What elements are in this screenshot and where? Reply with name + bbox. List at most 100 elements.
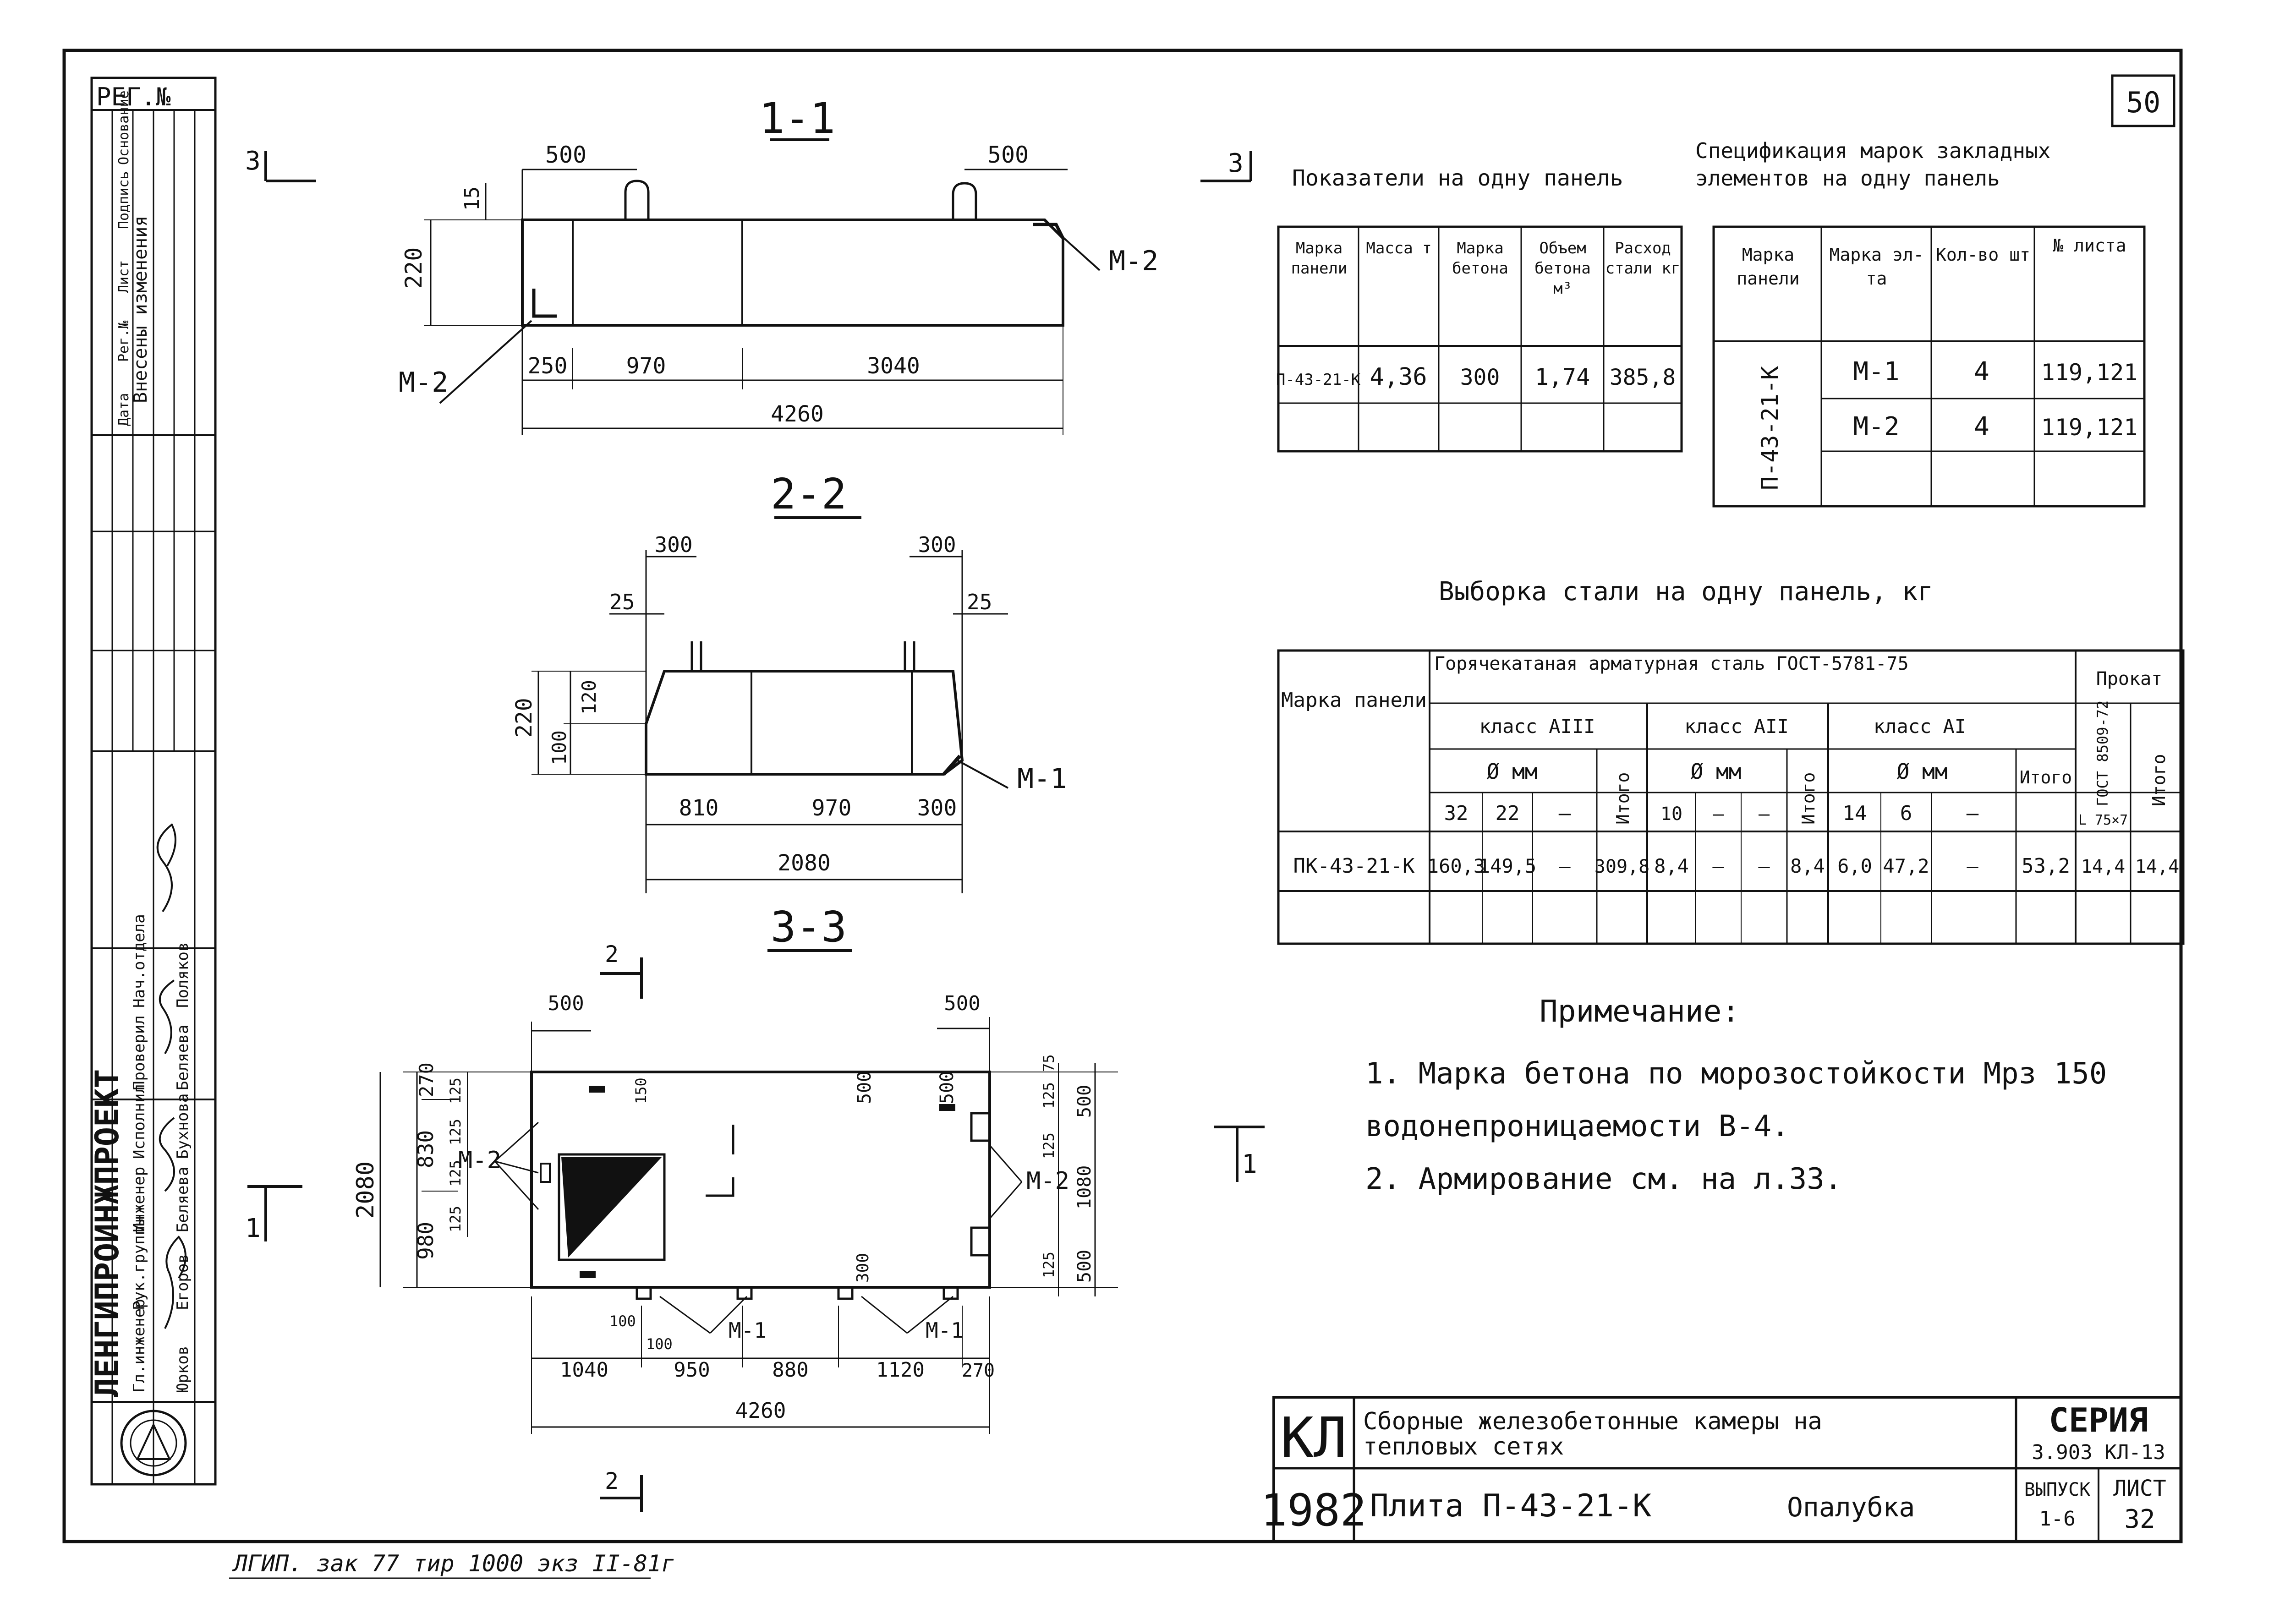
staff-role-5: Проверил [130, 1015, 148, 1090]
section-3-3-label-m2-left: М-2 [458, 1147, 501, 1174]
cut-mark-3-top-left: 3 [245, 146, 316, 182]
dim-3-3-d: 830 [413, 1130, 438, 1168]
section-1-1-label-m2-right: М-2 [1109, 245, 1158, 277]
signature-1 [164, 1235, 186, 1329]
dim-2-2-k: 2080 [778, 850, 831, 876]
spec-row1-qty: 4 [1974, 357, 1989, 387]
indicators-header-volume: Объем бетона м³ [1534, 239, 1591, 298]
signature-4 [156, 823, 176, 913]
steel-row-dash2: — [1712, 855, 1724, 877]
steel-row-dash4: — [1967, 855, 1978, 877]
indicators-cell-panel: П-43-21-К [1276, 371, 1361, 389]
spec-caption-2: элементов на одну панель [1695, 166, 2000, 191]
spec-row2-qty: 4 [1974, 412, 1989, 442]
spec-row2-element: М-2 [1853, 412, 1899, 442]
dim-3-3-s: 500 [1074, 1250, 1095, 1283]
dim-3-3-w: 100 [646, 1335, 673, 1353]
page-number: 50 [2126, 86, 2161, 119]
steel-header-gost: ГОСТ 8509-72 [2094, 700, 2111, 806]
section-3-3-label-m2-right: М-2 [1026, 1167, 1069, 1195]
dim-3-3-b: 500 [944, 992, 980, 1015]
notes-line-2: водонепроницаемости В-4. [1365, 1110, 1789, 1143]
steel-row-panel: ПК-43-21-К [1293, 854, 1415, 878]
steel-header-dia3: Ø мм [1487, 759, 1538, 784]
dim-1-1-b: 500 [987, 142, 1029, 168]
notes: Примечание: 1. Марка бетона по морозосто… [1365, 994, 2107, 1196]
steel-header-total-prokat: Итого [2149, 754, 2169, 806]
dim-3-3-k: 150 [632, 1077, 650, 1104]
changes-col-sheet: Лист [116, 260, 132, 293]
print-stamp: ЛГИП. зак 77 тир 1000 экз II-81г [232, 1550, 675, 1577]
svg-text:3: 3 [1228, 148, 1244, 178]
dim-3-3-p: 75 [1040, 1054, 1058, 1072]
indicators-header-mass: Масса т [1366, 239, 1432, 257]
signature-2 [159, 1117, 175, 1192]
indicators-table: Показатели на одну панель Марка панели М… [1276, 165, 1683, 453]
changes-col-basis: Основание [116, 90, 132, 165]
staff-name-4: Бухнова [174, 1094, 192, 1159]
steel-row-total-prokat: 14,4 [2135, 856, 2179, 877]
dim-1-1-a: 500 [545, 142, 586, 168]
steel-angle: L 75×7 [2078, 812, 2128, 828]
title-block-code: КЛ [1281, 1406, 1347, 1470]
dim-3-3-x: 1040 [560, 1358, 608, 1382]
dim-1-1-h: 4260 [771, 401, 824, 427]
staff-role-6: Нач.отдела [130, 914, 148, 1008]
cut-mark-2-bottom: 2 [605, 1468, 619, 1494]
dim-2-2-j: 300 [917, 795, 957, 821]
steel-dia2-c: — [1759, 804, 1770, 825]
spec-row2-sheet: 119,121 [2041, 414, 2138, 441]
title-block: КЛ 1982 Сборные железобетонные камеры на… [1260, 1396, 2182, 1543]
notes-title: Примечание: [1540, 994, 1740, 1029]
steel-row-14: 6,0 [1837, 855, 1872, 877]
steel-selection-table: Выборка стали на одну панель, кг Марка п… [1277, 577, 2185, 945]
dim-1-1-g: 3040 [867, 353, 920, 379]
dim-3-3-h: 125 [447, 1119, 464, 1145]
company-name: ЛЕНГИПРОИНЖПРОЕКТ [88, 1069, 126, 1397]
cut-mark-3-top-right: 3 [1200, 148, 1252, 182]
section-2-2-title: 2-2 [771, 470, 847, 519]
title-block-subject-2: тепловых сетях [1363, 1433, 1564, 1460]
dim-3-3-t: 125 [1040, 1252, 1058, 1278]
steel-row-22: 149,5 [1479, 855, 1536, 877]
title-block-sheet-value: 32 [2124, 1504, 2155, 1534]
steel-header-dia2: Ø мм [1691, 759, 1742, 784]
dim-3-3-u: 300 [854, 1253, 872, 1283]
steel-header-hot-rolled: Горячекатаная арматурная сталь ГОСТ-5781… [1434, 653, 1909, 674]
embedded-elements-spec-table: Спецификация марок закладных элементов н… [1695, 138, 2146, 508]
dim-3-3-f: 2080 [352, 1161, 379, 1219]
staff-role-4: Исполнил [130, 1084, 148, 1159]
section-3-3-label-m1-right: М-1 [926, 1318, 964, 1343]
steel-row-10: 8,4 [1654, 855, 1689, 877]
dim-1-1-f: 970 [626, 353, 666, 379]
dim-3-3-q: 500 [1074, 1085, 1095, 1118]
steel-header-total1: Итого [2020, 767, 2072, 787]
dim-3-3-y: 950 [674, 1358, 710, 1382]
staff-role-3: Инженер [130, 1167, 148, 1232]
section-3-3: 3-3 М-2 М-2 М-1 М-1 [245, 902, 1265, 1512]
steel-header-prokat: Прокат [2096, 668, 2163, 689]
dim-3-3-aa: 1120 [876, 1358, 925, 1382]
steel-header-class2: класс АII [1684, 715, 1789, 738]
spec-header-sheet: № листа [2053, 235, 2126, 256]
steel-header-dia1: Ø мм [1897, 759, 1948, 784]
staff-role-1: Гл.инженер [130, 1299, 148, 1393]
spec-header-panel: Марка панели [1737, 245, 1800, 289]
dim-2-2-b: 300 [918, 532, 956, 557]
dim-1-1-e: 250 [528, 353, 568, 379]
dim-2-2-a: 300 [654, 532, 692, 557]
changes-col-date: Дата [116, 393, 132, 426]
signature-3 [159, 979, 175, 1055]
indicators-header-steel: Расход стали кг [1605, 239, 1681, 278]
steel-dia2-b: — [1713, 804, 1724, 825]
staff-role-2: Рук.группы [130, 1216, 148, 1310]
dim-2-2-i: 970 [812, 795, 852, 821]
dim-3-3-a: 500 [548, 992, 584, 1015]
section-3-3-label-m1-left: М-1 [729, 1318, 767, 1343]
dim-2-2-c: 25 [609, 590, 635, 614]
title-block-sheet-label: ЛИСТ [2113, 1476, 2166, 1501]
steel-row-dash3: — [1758, 855, 1770, 877]
section-3-3-title: 3-3 [771, 902, 847, 951]
dim-3-3-o: 125 [1040, 1132, 1058, 1159]
dim-2-2-d: 25 [967, 590, 992, 614]
